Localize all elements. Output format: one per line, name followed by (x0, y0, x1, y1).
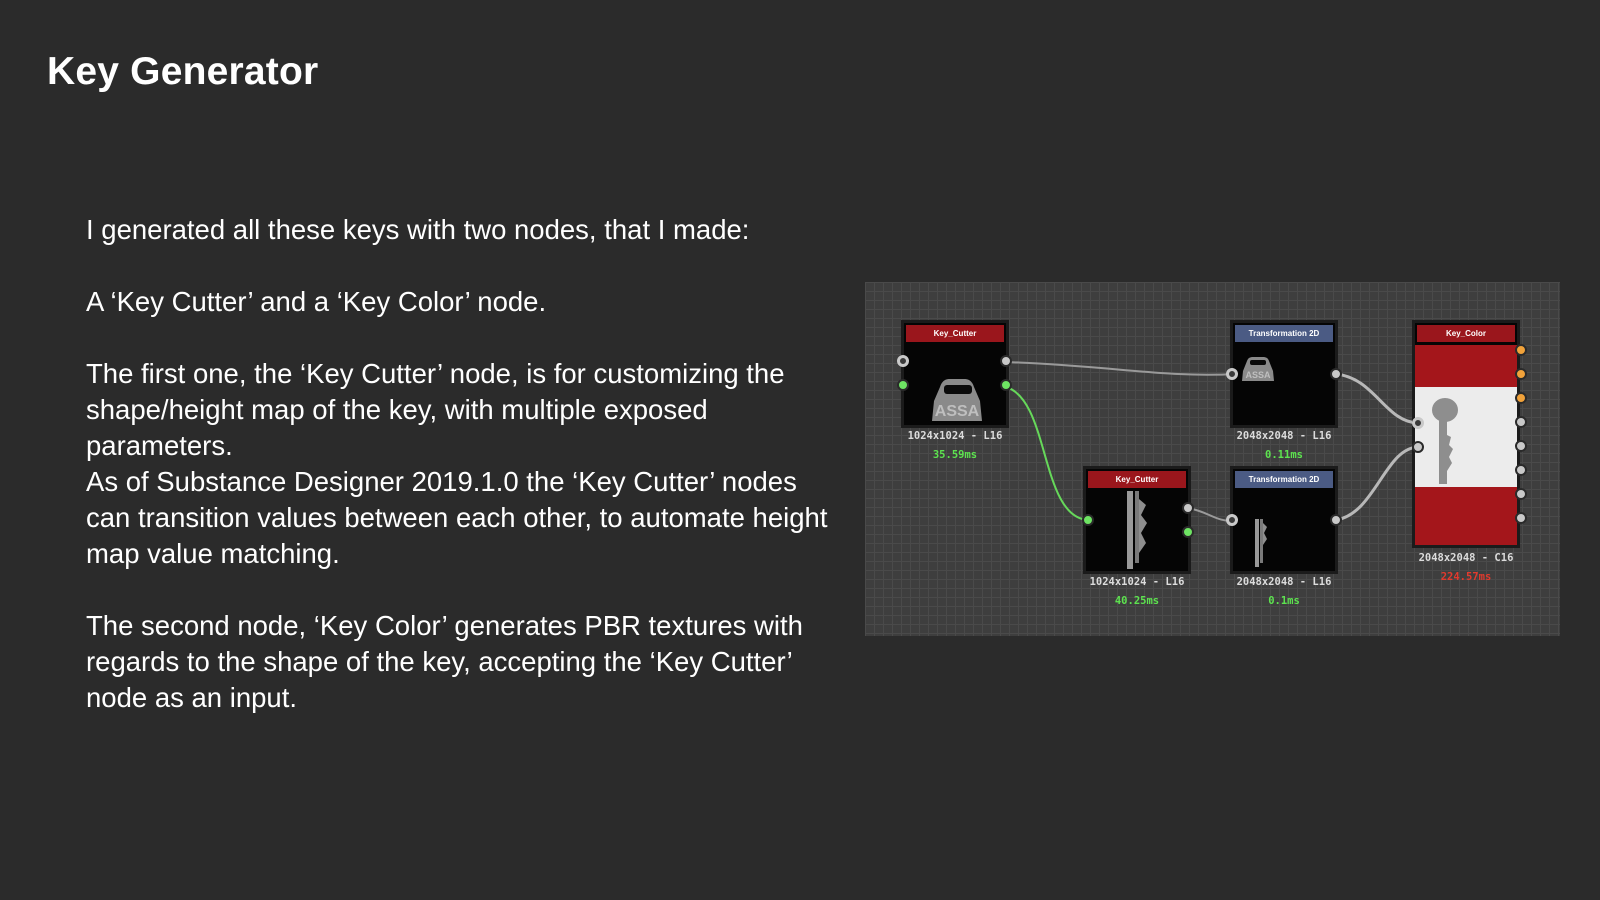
node-header: Transformation 2D (1235, 325, 1333, 342)
padlock-thumbnail: ASSA (1242, 357, 1274, 381)
output-port[interactable] (1515, 440, 1527, 452)
key-cutter-node-top[interactable]: Key_Cutter ASSA (901, 320, 1009, 428)
thumbnail-brand-text: ASSA (935, 403, 980, 420)
node-resolution: 1024x1024 - L16 (1089, 576, 1185, 588)
node-compute-time: 35.59ms (932, 449, 978, 461)
node-resolution: 2048x2048 - L16 (1236, 576, 1332, 588)
output-port[interactable] (1330, 368, 1342, 380)
node-compute-time: 0.11ms (1265, 449, 1303, 461)
input-port[interactable] (1226, 368, 1238, 380)
key-cutter-node-bottom[interactable]: Key_Cutter (1083, 466, 1191, 574)
key-color-node[interactable]: Key_Color (1412, 320, 1520, 548)
node-header: Key_Color (1417, 325, 1515, 342)
input-port[interactable] (1082, 514, 1094, 526)
key-blade-thumbnail (1255, 519, 1267, 567)
node-compute-time: 0.1ms (1268, 595, 1300, 607)
key-blade-thumbnail (1127, 491, 1147, 569)
paragraph-key-cutter: The first one, the ‘Key Cutter’ node, is… (86, 358, 785, 461)
body-text: I generated all these keys with two node… (86, 212, 846, 716)
transformation-2d-node-top[interactable]: Transformation 2D ASSA (1230, 320, 1338, 428)
input-port[interactable] (897, 379, 909, 391)
output-port[interactable] (1000, 355, 1012, 367)
output-port[interactable] (1515, 416, 1527, 428)
input-port[interactable] (1226, 514, 1238, 526)
node-graph-screenshot: Key_Cutter ASSA 1024x1024 - L16 35.59ms … (865, 282, 1560, 636)
paragraph-key-color: The second node, ‘Key Color’ generates P… (86, 610, 803, 713)
slide-title: Key Generator (47, 50, 319, 93)
padlock-thumbnail: ASSA (932, 379, 982, 421)
output-port[interactable] (1330, 514, 1342, 526)
thumbnail-brand-text: ASSA (1245, 370, 1271, 380)
output-port[interactable] (1515, 488, 1527, 500)
node-resolution: 2048x2048 - L16 (1236, 430, 1332, 442)
output-port[interactable] (1515, 344, 1527, 356)
wire-transform-bottom-to-color (1335, 445, 1419, 522)
node-resolution: 1024x1024 - L16 (907, 430, 1003, 442)
node-resolution: 2048x2048 - C16 (1418, 552, 1514, 564)
wire-transform-top-to-color (1335, 372, 1419, 425)
input-port[interactable] (1412, 441, 1424, 453)
node-header: Transformation 2D (1235, 471, 1333, 488)
transformation-2d-node-bottom[interactable]: Transformation 2D (1230, 466, 1338, 574)
output-port[interactable] (1182, 502, 1194, 514)
node-header: Key_Cutter (1088, 471, 1186, 488)
key-color-thumbnail (1415, 345, 1517, 545)
wire-cutter-to-transform-top (1005, 361, 1237, 376)
output-port[interactable] (1515, 368, 1527, 380)
node-compute-time: 224.57ms (1440, 571, 1492, 583)
paragraph-nodes: A ‘Key Cutter’ and a ‘Key Color’ node. (86, 286, 547, 317)
paragraph-transition: As of Substance Designer 2019.1.0 the ‘K… (86, 466, 828, 569)
key-icon (1432, 398, 1458, 422)
output-port[interactable] (1515, 464, 1527, 476)
wire-cutter-to-cutter-bottom (1005, 386, 1089, 521)
output-port[interactable] (1515, 512, 1527, 524)
input-port[interactable] (1412, 417, 1424, 429)
input-port[interactable] (897, 355, 909, 367)
output-port[interactable] (1000, 379, 1012, 391)
output-port[interactable] (1515, 392, 1527, 404)
node-header: Key_Cutter (906, 325, 1004, 342)
node-compute-time: 40.25ms (1114, 595, 1160, 607)
paragraph-intro: I generated all these keys with two node… (86, 214, 750, 245)
output-port[interactable] (1182, 526, 1194, 538)
